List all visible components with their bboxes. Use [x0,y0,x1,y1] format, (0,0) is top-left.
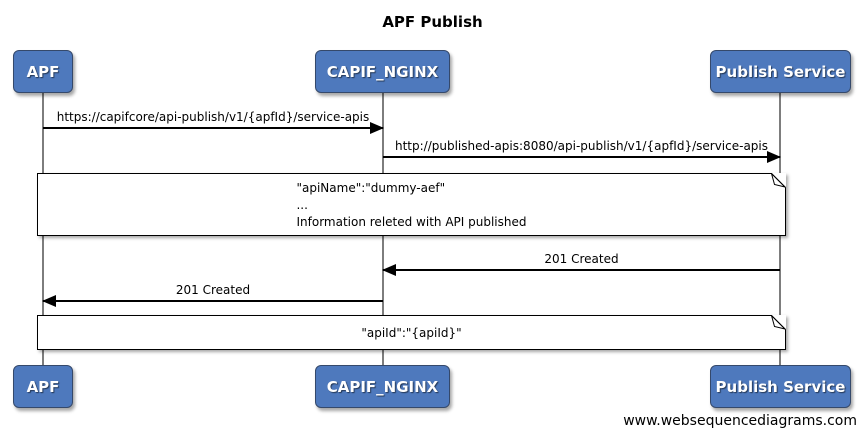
note-line: ... [296,198,308,212]
message-label: 201 Created [544,252,619,266]
note-text-block: "apiName":"dummy-aef" ... Information re… [296,180,526,231]
diagram-title: APF Publish [382,13,483,31]
actor-publish-service-bottom: Publish Service [710,365,851,408]
arrowhead-left-icon [42,295,56,307]
actor-apf-label: APF [26,62,60,81]
actor-capif-nginx-bottom: CAPIF_NGINX [315,365,450,408]
note-line: "apiId":"{apiId}" [361,326,462,340]
note-line: Information releted with API published [296,215,527,229]
message-label: http://published-apis:8080/api-publish/v… [395,139,768,153]
actor-publish-service-label: Publish Service [715,62,846,81]
arrow-line [383,269,780,271]
arrow-line [43,300,383,302]
actor-apf-label: APF [26,377,60,396]
arrowhead-left-icon [382,264,396,276]
actor-capif-nginx-label: CAPIF_NGINX [326,377,439,396]
note-line: "apiName":"dummy-aef" [296,181,446,195]
actor-capif-nginx-label: CAPIF_NGINX [326,62,439,81]
actor-apf-bottom: APF [13,365,73,408]
arrow-line [383,156,780,158]
note-text-block: "apiId":"{apiId}" [361,325,461,342]
arrowhead-right-icon [767,151,781,163]
arrowhead-right-icon [370,122,384,134]
watermark: www.websequencediagrams.com [623,413,857,429]
actor-apf-top: APF [13,50,73,93]
note-api-id: "apiId":"{apiId}" [37,315,786,350]
arrow-line [43,127,383,129]
message-label: 201 Created [175,283,251,297]
message-label: https://capifcore/api-publish/v1/{apfId}… [56,110,370,124]
actor-publish-service-top: Publish Service [710,50,851,93]
actor-publish-service-label: Publish Service [715,377,846,396]
note-fold-corner-icon [771,173,786,188]
note-api-info: "apiName":"dummy-aef" ... Information re… [37,173,786,236]
actor-capif-nginx-top: CAPIF_NGINX [315,50,450,93]
note-fold-corner-icon [771,315,786,330]
